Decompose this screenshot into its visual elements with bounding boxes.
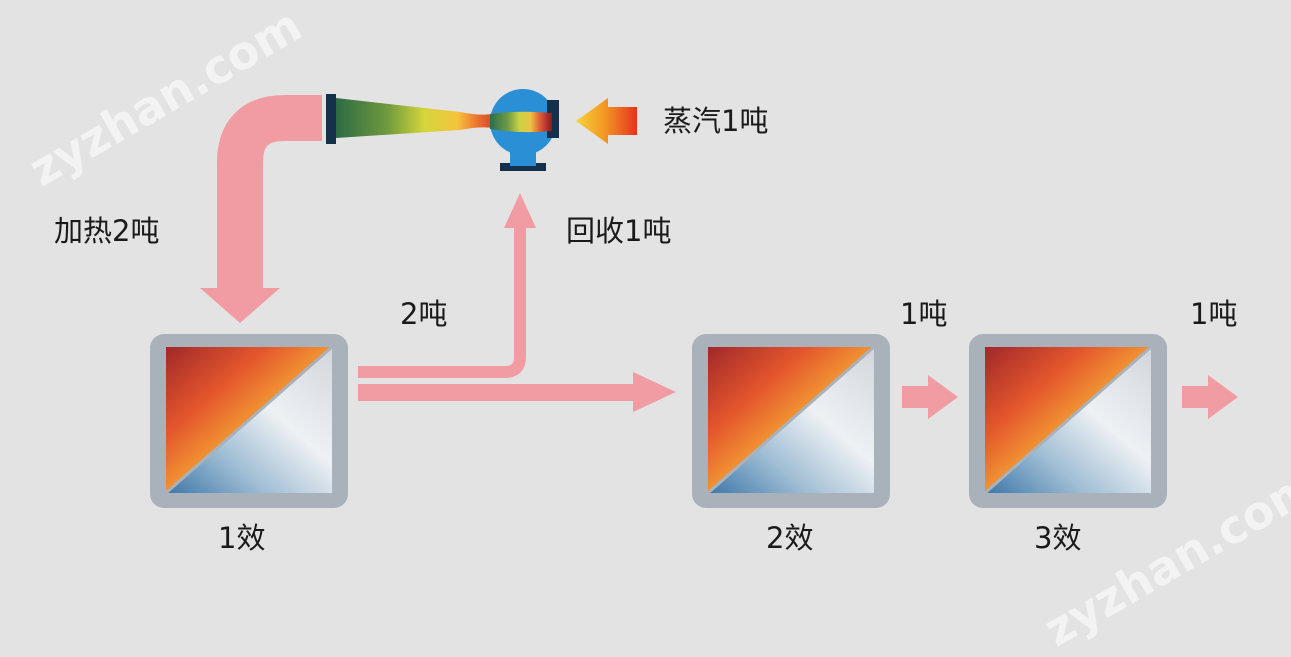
ejector-nozzle bbox=[326, 94, 520, 144]
effect-3-label: 3效 bbox=[1034, 521, 1082, 555]
heating-label: 加热2吨 bbox=[54, 214, 160, 248]
effect-2-evaporator bbox=[692, 334, 890, 508]
steam-label: 蒸汽1吨 bbox=[663, 104, 769, 138]
heating-arrowhead bbox=[200, 288, 280, 323]
recovered-pipe bbox=[358, 228, 526, 378]
flow-arrow-head-1 bbox=[633, 372, 676, 412]
flow-2t-label: 2吨 bbox=[400, 297, 448, 331]
effect-3-evaporator bbox=[969, 334, 1167, 508]
flow-1t-label-b: 1吨 bbox=[1190, 297, 1238, 331]
nozzle-flange bbox=[326, 94, 336, 144]
recovered-arrowhead bbox=[504, 193, 536, 228]
flow-1t-label-a: 1吨 bbox=[900, 297, 948, 331]
mvr-evaporation-diagram bbox=[150, 89, 1238, 508]
flow-arrow-head-3 bbox=[1208, 375, 1238, 419]
effect-2-label: 2效 bbox=[766, 521, 814, 555]
recovered-label: 回收1吨 bbox=[566, 214, 672, 248]
steam-arrow bbox=[576, 98, 637, 144]
effect-1-label: 1效 bbox=[218, 521, 266, 555]
flow-arrow-shaft-3 bbox=[1182, 386, 1210, 408]
flow-arrow-head-2 bbox=[928, 375, 958, 419]
flow-arrow-shaft-1 bbox=[358, 384, 638, 401]
effect-1-evaporator bbox=[150, 334, 348, 508]
heating-pipe bbox=[217, 95, 322, 288]
compressor-icon bbox=[490, 89, 559, 171]
flow-arrow-shaft-2 bbox=[902, 386, 930, 408]
